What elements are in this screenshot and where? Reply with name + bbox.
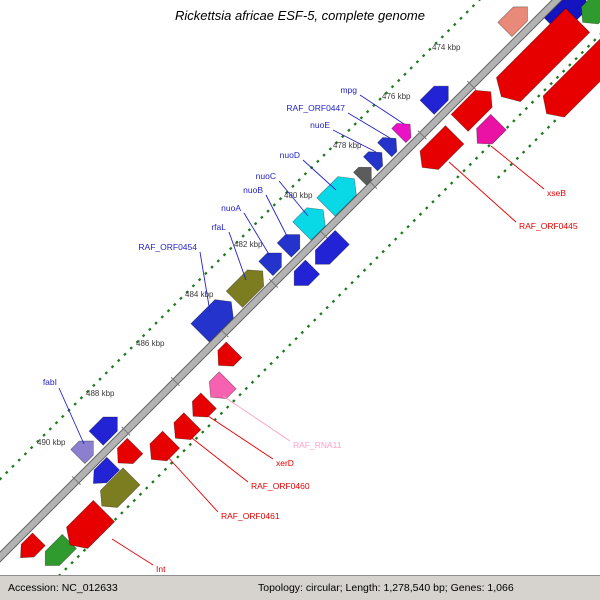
gene-arrow[interactable]: [87, 456, 120, 490]
gene-label-callout: [448, 161, 517, 223]
scale-label: 476 kbp: [382, 92, 411, 101]
gene-label-callout: [204, 413, 274, 460]
gene-arrow[interactable]: [93, 467, 141, 515]
status-bar: Accession: NC_012633 Topology: circular;…: [0, 575, 600, 600]
gene-label-RAF_ORF0461[interactable]: RAF_ORF0461: [221, 511, 280, 521]
scale-tick: [269, 278, 279, 288]
gene-label-callout: [332, 129, 377, 153]
gene-arrow-RAF_RNA11[interactable]: [202, 371, 237, 406]
gene-label-xerD[interactable]: xerD: [276, 458, 294, 468]
scale-label: 486 kbp: [136, 339, 165, 348]
gene-arrow[interactable]: [308, 229, 350, 271]
gene-label-nuoA[interactable]: nuoA: [221, 203, 241, 213]
gene-arrow-xseB[interactable]: [470, 113, 507, 151]
scale-tick: [170, 377, 180, 387]
gene-arrow-Int[interactable]: [59, 499, 116, 555]
annotation-layer: 474 kbp 476 kbp 478 kbp 480 kbp 482 kbp 484 k…: [37, 43, 578, 574]
gene-arrow-fabI[interactable]: [70, 434, 101, 465]
gene-label-nuoC[interactable]: nuoC: [256, 171, 276, 181]
gene-label-callout: [359, 94, 405, 125]
gene-label-nuoE[interactable]: nuoE: [310, 120, 330, 130]
scale-tick: [121, 426, 131, 436]
status-topology: Topology: circular; Length: 1,278,540 bp…: [258, 582, 514, 594]
gene-label-xseB[interactable]: xseB: [547, 188, 566, 198]
gene-arrow[interactable]: [353, 161, 378, 186]
gene-arrow[interactable]: [110, 437, 144, 471]
scale-label: 490 kbp: [37, 438, 66, 447]
gene-label-callout: [278, 180, 309, 217]
scale-label: 482 kbp: [234, 240, 263, 249]
gene-arrow[interactable]: [14, 532, 46, 564]
gene-arrow[interactable]: [450, 83, 499, 132]
gene-label-RAF_ORF0454[interactable]: RAF_ORF0454: [138, 242, 197, 252]
gene-arrow-nuoC[interactable]: [292, 201, 333, 241]
gene-arrow[interactable]: [287, 259, 321, 293]
gene-arrow-RAF_ORF0454[interactable]: [190, 293, 240, 343]
gene-arrow-rfaL[interactable]: [225, 263, 271, 308]
status-accession: Accession: NC_012633: [8, 582, 118, 594]
gene-label-RAF_ORF0460[interactable]: RAF_ORF0460: [251, 481, 310, 491]
scale-tick: [71, 476, 81, 486]
scale-label: 484 kbp: [185, 290, 214, 299]
gene-arrow-RAF_ORF0461[interactable]: [143, 430, 181, 468]
gene-arrow-nuoA[interactable]: [258, 246, 289, 277]
gene-arrow[interactable]: [419, 79, 455, 115]
gene-arrow-nuoD[interactable]: [316, 170, 364, 217]
gene-label-mpg[interactable]: mpg: [340, 85, 357, 95]
gene-label-nuoB[interactable]: nuoB: [243, 185, 263, 195]
gene-label-callout: [265, 194, 289, 239]
gene-label-RAF_ORF0447[interactable]: RAF_ORF0447: [286, 103, 345, 113]
gene-arrow-RAF_ORF0460[interactable]: [167, 412, 202, 447]
gene-arrow-RAF_ORF0445[interactable]: [413, 125, 465, 177]
gene-arrow[interactable]: [38, 533, 77, 572]
gene-arrow-xerD[interactable]: [185, 392, 217, 424]
gene-arrow-nuoB[interactable]: [276, 227, 307, 258]
gene-label-RAF_ORF0445[interactable]: RAF_ORF0445: [519, 221, 578, 231]
gene-label-callout: [222, 395, 291, 442]
scale-tick: [467, 80, 477, 90]
gene-label-callout: [490, 145, 545, 190]
gene-label-callout: [347, 112, 391, 139]
gene-label-callout: [111, 538, 154, 566]
gene-label-fabI[interactable]: fabI: [43, 377, 57, 387]
scale-label: 488 kbp: [86, 389, 115, 398]
gene-label-callout: [228, 231, 247, 281]
gene-label-rfaL[interactable]: rfaL: [211, 222, 226, 232]
gene-label-RAF_RNA11[interactable]: RAF_RNA11: [293, 440, 342, 450]
gene-label-callout: [243, 212, 271, 257]
map-title: Rickettsia africae ESF-5, complete genom…: [175, 8, 425, 23]
gene-arrow-nuoE[interactable]: [362, 145, 388, 172]
scale-label: 474 kbp: [432, 43, 461, 52]
gene-arrow[interactable]: [489, 7, 591, 108]
gene-arrow[interactable]: [88, 410, 124, 446]
gene-arrow[interactable]: [211, 341, 243, 373]
gene-label-callout: [165, 454, 219, 513]
gene-label-callout: [58, 387, 85, 445]
gene-arrow-mpg[interactable]: [391, 117, 417, 144]
gene-label-Int[interactable]: Int: [156, 564, 166, 574]
gene-arrow[interactable]: [536, 23, 600, 124]
scale-tick: [417, 130, 427, 140]
gene-arrow-RAF_ORF0447[interactable]: [377, 131, 403, 158]
scale-label: 480 kbp: [284, 191, 313, 200]
gene-label-callout: [199, 251, 211, 313]
scale-label: 478 kbp: [333, 141, 362, 150]
gene-label-callout: [187, 434, 249, 483]
gene-label-callout: [302, 159, 337, 191]
gene-label-nuoD[interactable]: nuoD: [280, 150, 300, 160]
gene-arrow[interactable]: [574, 0, 600, 31]
gene-arrow[interactable]: [497, 0, 535, 38]
